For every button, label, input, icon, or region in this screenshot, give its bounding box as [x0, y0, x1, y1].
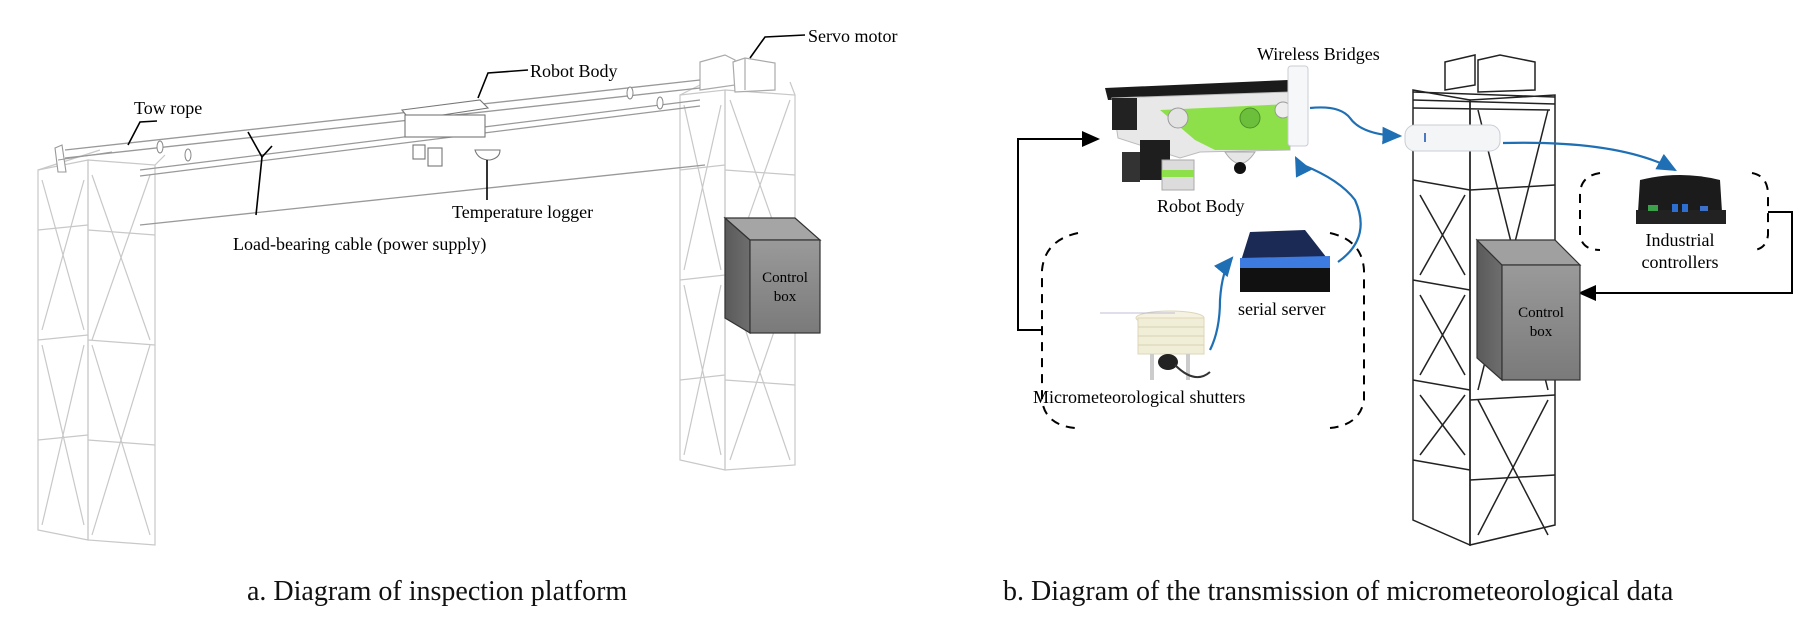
serial-to-bridge-arrow [1295, 156, 1362, 263]
label-tow-rope: Tow rope [134, 98, 203, 118]
sensor-group-dashed-box [1041, 232, 1365, 429]
servo-motor [699, 54, 776, 93]
wireless-bridge-robot [1287, 65, 1309, 147]
label-temperature-logger: Temperature logger [452, 202, 594, 222]
tow-rope-line [64, 79, 701, 151]
robot-body-drawing [400, 99, 501, 167]
label-serial-server: serial server [1238, 299, 1326, 319]
servo-motor-leader [749, 34, 806, 59]
robot-body-photo [1105, 80, 1292, 191]
data-flow-arrows [1209, 106, 1677, 351]
label-robot-body-b: Robot Body [1157, 196, 1245, 216]
label-servo-motor: Servo motor [808, 26, 898, 46]
leader-lines-a [127, 34, 806, 216]
pulleys [156, 86, 664, 162]
robot-body-leader [477, 69, 529, 99]
label-wireless-bridges: Wireless Bridges [1257, 44, 1380, 64]
label-control-box-a: Control box [762, 270, 808, 305]
load-cable-leader [255, 156, 263, 216]
tow-rope-leader [127, 120, 158, 146]
label-control-box-b: Control box [1518, 305, 1564, 340]
control-arrows [1017, 131, 1793, 331]
serial-server-device [1240, 230, 1330, 292]
label-load-bearing-cable: Load-bearing cable (power supply) [233, 234, 487, 254]
controller-to-controlbox-arrow [1578, 211, 1793, 301]
left-truss-tower [37, 149, 166, 546]
label-micrometeorological-shutters: Micrometeorological shutters [1033, 387, 1246, 407]
bridge-to-controller-arrow [1502, 141, 1677, 172]
bridge-to-bridge-arrow [1309, 106, 1403, 145]
label-industrial-controllers: Industrial controllers [1641, 230, 1719, 272]
wireless-bridge-tower [1404, 124, 1501, 152]
controller-group-dashed-box [1579, 172, 1769, 251]
label-robot-body-a: Robot Body [530, 61, 618, 81]
caption-panel-b: b. Diagram of the transmission of microm… [1003, 576, 1674, 607]
control-box-b [1475, 238, 1582, 382]
sensor-to-robot-arrow [1017, 131, 1100, 331]
left-head-assembly [54, 144, 113, 173]
control-box-a [723, 216, 822, 335]
shutter-device [1100, 310, 1211, 380]
shutter-to-serial-arrow [1209, 256, 1234, 351]
industrial-controller-device [1636, 175, 1726, 224]
caption-panel-a: a. Diagram of inspection platform [247, 576, 628, 607]
